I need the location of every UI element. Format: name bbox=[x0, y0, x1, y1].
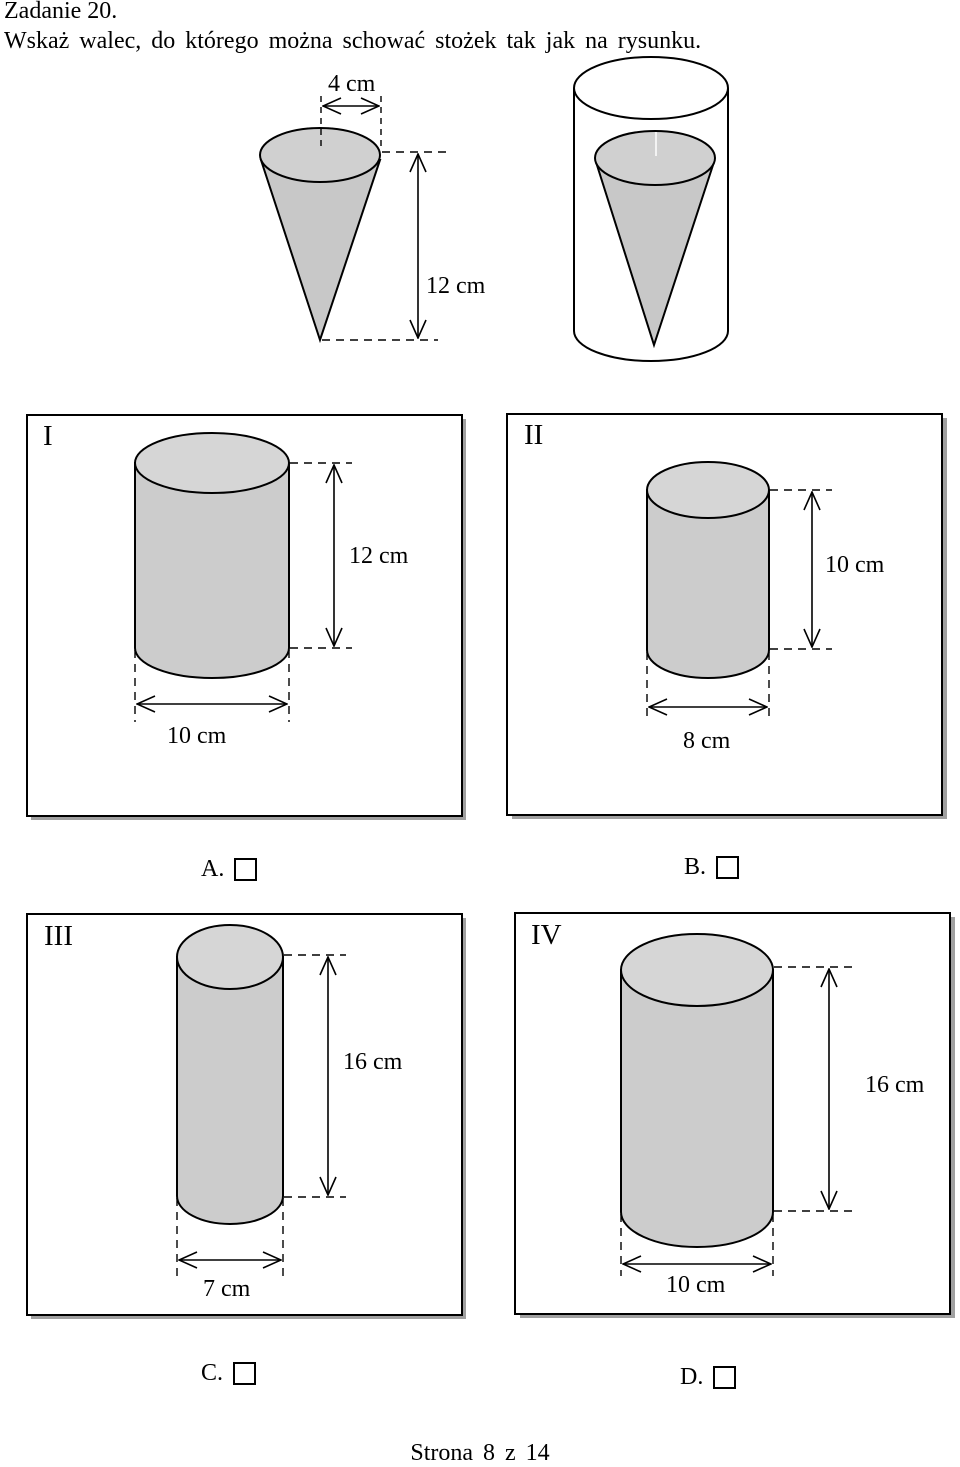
cone-in-cylinder-figure bbox=[573, 56, 729, 362]
box-numeral: IV bbox=[531, 919, 562, 951]
box-numeral: II bbox=[524, 419, 543, 451]
cylinder-top bbox=[134, 432, 290, 494]
option-d-checkbox[interactable] bbox=[713, 1366, 737, 1389]
option-letter: D. bbox=[680, 1364, 704, 1390]
cone-body bbox=[259, 159, 382, 344]
box-numeral: I bbox=[43, 420, 53, 452]
cylinder-top bbox=[176, 924, 284, 990]
option-d[interactable]: D. bbox=[680, 1364, 737, 1391]
cylinder-box-IV: IV 16 cm 10 cm bbox=[514, 912, 955, 1318]
inner-cone-body bbox=[594, 161, 716, 349]
cone-radius-label: 4 cm bbox=[328, 71, 376, 97]
task-question: Wskaż walec, do którego można schować st… bbox=[4, 28, 702, 54]
cylinder-body bbox=[620, 969, 774, 1248]
option-letter: A. bbox=[201, 856, 225, 882]
glass-cylinder-top bbox=[573, 56, 729, 120]
height-label: 16 cm bbox=[865, 1072, 925, 1098]
option-letter: C. bbox=[201, 1360, 224, 1386]
option-a-checkbox[interactable] bbox=[234, 858, 258, 881]
option-c[interactable]: C. bbox=[201, 1360, 257, 1387]
cone-base bbox=[259, 127, 381, 183]
diameter-label: 10 cm bbox=[167, 723, 227, 749]
option-c-checkbox[interactable] bbox=[233, 1362, 257, 1385]
cylinder-body bbox=[176, 956, 284, 1225]
cone-height-label: 12 cm bbox=[426, 273, 486, 299]
height-label: 12 cm bbox=[349, 543, 409, 569]
inner-cone-base bbox=[594, 130, 716, 186]
diameter-label: 8 cm bbox=[683, 728, 731, 754]
cone-figure: 4 cm 12 cm bbox=[259, 71, 486, 344]
task-title: Zadanie 20. bbox=[4, 0, 118, 24]
cylinder-body bbox=[134, 462, 290, 679]
cylinder-top bbox=[646, 461, 770, 519]
page-footer: Strona 8 z 14 bbox=[410, 1440, 550, 1466]
option-b[interactable]: B. bbox=[684, 854, 740, 881]
cylinder-box-II: II 10 cm 8 cm bbox=[506, 413, 947, 819]
box-numeral: III bbox=[44, 920, 73, 952]
cylinder-body bbox=[646, 489, 770, 679]
diameter-label: 7 cm bbox=[203, 1276, 251, 1302]
height-label: 10 cm bbox=[825, 552, 885, 578]
cylinder-box-III: III 16 cm 7 cm bbox=[26, 913, 466, 1319]
option-a[interactable]: A. bbox=[201, 856, 258, 883]
option-letter: B. bbox=[684, 854, 707, 880]
cylinder-box-I: I 12 cm 10 cm bbox=[26, 414, 466, 820]
option-b-checkbox[interactable] bbox=[716, 856, 740, 879]
diameter-label: 10 cm bbox=[666, 1272, 726, 1298]
cylinder-top bbox=[620, 933, 774, 1007]
height-label: 16 cm bbox=[343, 1049, 403, 1075]
